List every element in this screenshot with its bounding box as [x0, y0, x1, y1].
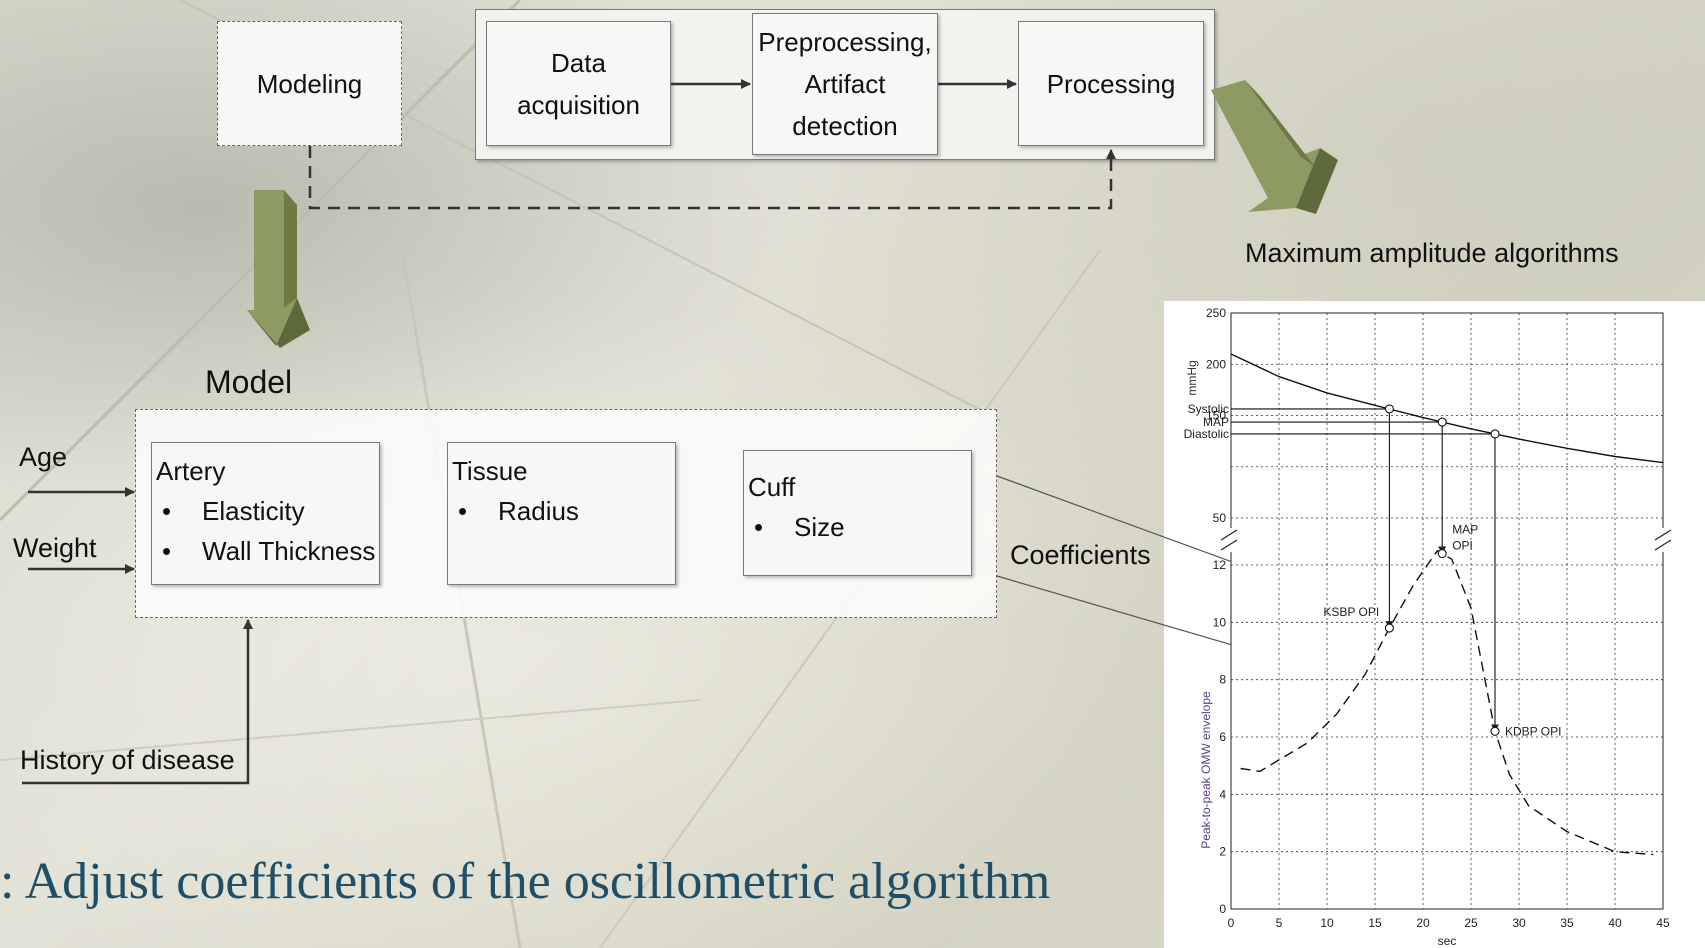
cuff-title: Cuff — [748, 472, 796, 502]
bottom-y-tick-label: 4 — [1219, 787, 1226, 801]
modeling-label: Modeling — [256, 68, 363, 99]
top-y-tick-label: 250 — [1206, 306, 1226, 320]
axis-break-left — [1220, 529, 1238, 541]
kdbp-opi-label: KDBP OPI — [1505, 724, 1561, 738]
x-tick-label: 10 — [1320, 916, 1334, 930]
input-age-label: Age — [19, 442, 68, 472]
coefficients-label: Coefficients — [1010, 540, 1151, 570]
x-tick-label: 35 — [1560, 916, 1574, 930]
model-title: Model — [205, 364, 293, 400]
top-y-tick-label: 200 — [1206, 357, 1226, 371]
diastolic-ref-label: Diastolic — [1184, 427, 1229, 441]
dashed-modeling-to-processing — [308, 146, 1116, 210]
tissue-item-radius: •Radius — [458, 496, 579, 526]
bottom-y-tick-label: 12 — [1213, 558, 1227, 572]
map-opi-label-line1: MAP — [1452, 523, 1478, 537]
preprocessing-box: Preprocessing, Artifact detection — [752, 13, 938, 155]
max-amplitude-label: Maximum amplitude algorithms — [1245, 238, 1619, 268]
artery-item-wall-thickness: •Wall Thickness — [162, 536, 376, 566]
big-diagonal-arrow — [1211, 80, 1338, 214]
modeling-box: Modeling — [217, 21, 402, 146]
axis-break-right — [1654, 529, 1672, 541]
input-history-label: History of disease — [20, 745, 235, 775]
bottom-y-axis-label: Peak-to-peak OMW envelope — [1199, 691, 1213, 849]
x-tick-label: 5 — [1276, 916, 1283, 930]
x-tick-label: 25 — [1464, 916, 1478, 930]
input-arrows — [22, 487, 253, 785]
top-y-axis-label: mmHg — [1185, 360, 1199, 395]
bottom-y-tick-label: 10 — [1213, 615, 1227, 629]
cuff-item-size: •Size — [754, 512, 845, 542]
preprocessing-line-3: detection — [792, 111, 898, 141]
axis-break-right-gap — [1659, 528, 1668, 552]
big-down-arrow — [247, 190, 310, 348]
axis-break-right — [1654, 539, 1672, 551]
tissue-box: Tissue •Radius — [447, 442, 676, 585]
arrow-history — [22, 619, 253, 785]
map-bottom-point — [1437, 548, 1447, 559]
diastolic-bottom-point — [1490, 726, 1500, 736]
x-tick-label: 0 — [1228, 916, 1235, 930]
top-y-tick-label: 50 — [1213, 511, 1227, 525]
ksbp-opi-label: KSBP OPI — [1323, 605, 1379, 619]
diastolic-top-point — [1490, 429, 1500, 439]
series-line-1 — [1230, 353, 1664, 464]
footer-caption: : Adjust coefficients of the oscillometr… — [0, 853, 1051, 910]
map-opi-label-line2: OPI — [1452, 539, 1473, 553]
artery-item-elasticity: •Elasticity — [162, 496, 305, 526]
bottom-y-tick-label: 8 — [1219, 673, 1226, 687]
bottom-y-tick-label: 6 — [1219, 730, 1226, 744]
chart: 0 5 10 15 20 25 30 35 40 45 sec 50 150 200 250 mmHg 0 2 4 6… — [1184, 306, 1672, 948]
artery-title: Artery — [156, 456, 226, 486]
top-y-tick-label: 150 — [1206, 409, 1226, 423]
x-axis-label: sec — [1438, 934, 1457, 948]
processing-label: Processing — [1046, 68, 1176, 99]
preprocessing-line-2: Artifact — [804, 69, 886, 99]
x-tick-label: 20 — [1416, 916, 1430, 930]
x-tick-label: 40 — [1608, 916, 1622, 930]
data-acquisition-box: Data acquisition — [486, 21, 671, 146]
pipeline-connectors — [308, 79, 1116, 210]
bottom-y-tick-label: 0 — [1219, 902, 1226, 916]
systolic-bottom-point — [1384, 623, 1394, 633]
map-ref-label: MAP — [1203, 415, 1229, 429]
processing-box: Processing — [1018, 21, 1204, 146]
plot-area — [1230, 312, 1664, 910]
axis-break-left — [1220, 539, 1238, 551]
map-top-point — [1437, 417, 1447, 427]
x-tick-label: 30 — [1512, 916, 1526, 930]
axis-break-left-gap — [1227, 528, 1236, 552]
artery-box: Artery •Elasticity •Wall Thickness — [151, 442, 380, 585]
series-line-2 — [1240, 549, 1654, 856]
x-tick-label: 45 — [1656, 916, 1670, 930]
systolic-top-point — [1384, 404, 1394, 414]
cuff-box: Cuff •Size — [743, 450, 972, 576]
x-tick-label: 15 — [1368, 916, 1382, 930]
preprocessing-line-1: Preprocessing, — [758, 27, 932, 57]
tissue-title: Tissue — [452, 456, 528, 486]
input-weight-label: Weight — [13, 533, 97, 563]
bottom-y-tick-label: 2 — [1219, 845, 1226, 859]
data-acquisition-label: Data acquisition — [517, 47, 640, 120]
systolic-ref-label: Systolic — [1188, 402, 1229, 416]
